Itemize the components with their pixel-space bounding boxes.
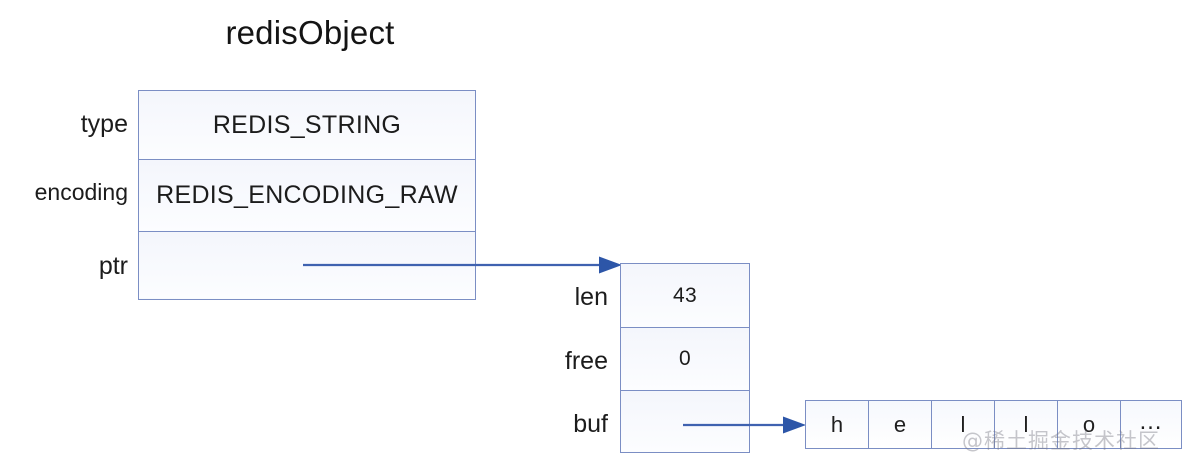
sds-row-free: 0 xyxy=(621,328,749,391)
sds-row-buf xyxy=(621,391,749,451)
sds-box: 43 0 xyxy=(620,263,750,453)
redis-object-encoding-value: REDIS_ENCODING_RAW xyxy=(156,181,458,209)
redis-object-box: REDIS_STRING REDIS_ENCODING_RAW xyxy=(138,90,476,300)
sds-row-len: 43 xyxy=(621,264,749,328)
field-label-len: len xyxy=(574,283,608,311)
buffer-cell: l xyxy=(994,400,1057,449)
field-label-ptr: ptr xyxy=(98,252,128,280)
field-label-buf: buf xyxy=(573,410,608,438)
buf-to-buffer-arrow xyxy=(683,412,808,438)
redis-object-type-value: REDIS_STRING xyxy=(212,110,402,139)
redis-object-row-encoding: REDIS_ENCODING_RAW xyxy=(139,160,475,232)
buffer-cell: h xyxy=(805,400,868,449)
buffer-cell: o xyxy=(1057,400,1120,449)
buffer-cell-ellipsis: … xyxy=(1120,400,1182,449)
buffer-cell: e xyxy=(868,400,931,449)
field-label-free: free xyxy=(564,347,608,375)
buffer-cell: l xyxy=(931,400,994,449)
page-title: redisObject xyxy=(225,14,395,51)
ptr-to-sds-arrow xyxy=(303,252,623,278)
sds-free-value: 0 xyxy=(679,347,691,370)
field-label-type: type xyxy=(80,110,128,138)
sds-len-value: 43 xyxy=(673,283,697,307)
redis-object-row-type: REDIS_STRING xyxy=(139,91,475,160)
field-label-encoding: encoding xyxy=(34,179,128,205)
character-buffer: h e l l o … xyxy=(805,400,1182,449)
